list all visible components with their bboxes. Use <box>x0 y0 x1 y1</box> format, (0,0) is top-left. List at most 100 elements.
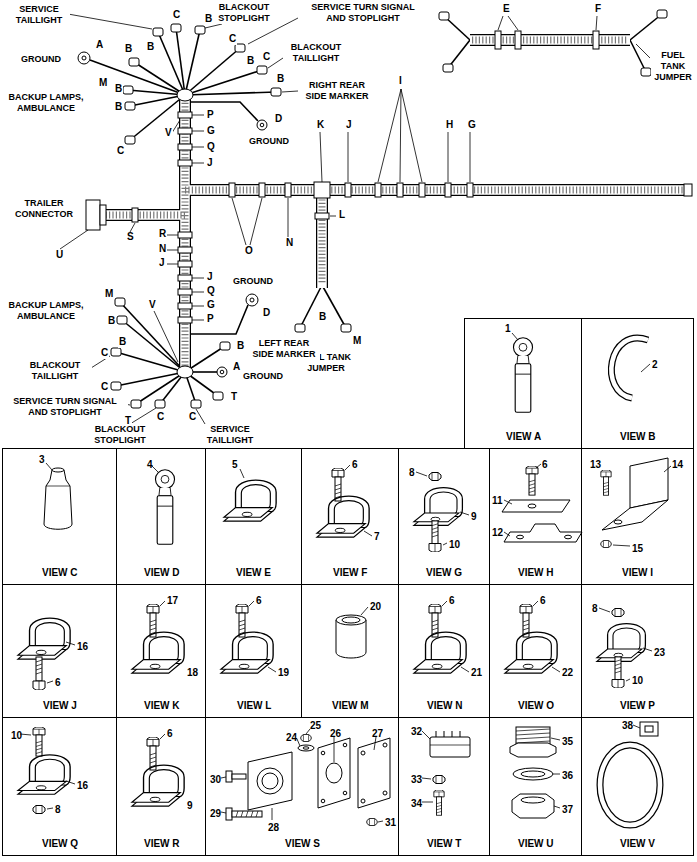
view-illustrations <box>301 734 311 741</box>
wiring-harness <box>285 183 291 197</box>
view-illustrations <box>552 667 560 672</box>
wiring-harness <box>136 372 185 404</box>
leader-lines <box>205 24 222 28</box>
harness-label: GROUND <box>248 136 290 147</box>
view-illustrations <box>504 532 510 536</box>
view-panel: 166VIEW J <box>2 584 117 718</box>
callout-letter: Q <box>206 142 216 153</box>
callout-letter: P <box>206 314 215 325</box>
callout-letter: B <box>246 56 255 67</box>
callout-number: 13 <box>590 459 601 470</box>
harness-label: RIGHT REAR SIDE MARKER <box>300 80 374 102</box>
view-illustrations <box>416 472 427 476</box>
view-illustrations <box>378 821 383 822</box>
wiring-harness <box>178 289 192 295</box>
callout-number: 15 <box>632 543 643 554</box>
view-illustrations <box>343 791 347 795</box>
callout-number: 6 <box>167 728 173 739</box>
view-illustrations <box>626 679 630 681</box>
view-illustrations <box>614 520 622 524</box>
leader-lines <box>130 408 156 424</box>
wiring-harness <box>177 89 193 101</box>
wiring-harness <box>341 324 351 332</box>
view-illustrations <box>526 466 538 495</box>
callout-letter: A <box>232 362 241 373</box>
wiring-harness <box>220 370 224 374</box>
callout-letter: M <box>104 289 114 300</box>
callout-letter: F <box>594 4 602 15</box>
view-illustrations <box>640 722 658 736</box>
view-illustrations <box>262 773 278 789</box>
callout-letter: S <box>126 232 135 243</box>
wiring-harness <box>100 40 688 375</box>
callout-number: 8 <box>55 804 61 815</box>
wiring-harness <box>257 66 267 74</box>
view-illustrations <box>600 745 660 825</box>
view-caption: VIEW Q <box>42 838 78 849</box>
leader-lines <box>348 132 349 182</box>
view-illustrations <box>434 790 444 815</box>
callout-number: 20 <box>370 601 381 612</box>
harness-label: TRAILER CONNECTOR <box>8 198 80 220</box>
view-illustrations <box>66 781 75 784</box>
callout-number: 27 <box>372 728 383 739</box>
view-illustrations <box>342 617 360 623</box>
view-illustrations <box>643 648 652 651</box>
wiring-harness <box>125 102 135 110</box>
callout-number: 4 <box>147 459 153 470</box>
wiring-harness <box>217 367 227 377</box>
wiring-harness <box>178 247 192 253</box>
wiring-harness <box>178 232 192 238</box>
leader-lines <box>192 147 204 148</box>
view-illustrations <box>422 802 433 803</box>
harness-label: BLACKOUT TAILLIGHT <box>284 42 348 64</box>
wiring-harness <box>191 102 258 121</box>
callout-number: 10 <box>632 675 643 686</box>
view-panel: 38VIEW V <box>581 717 694 856</box>
callout-letter: D <box>262 308 271 319</box>
view-illustrations <box>641 364 650 372</box>
callout-number: 2 <box>652 359 658 370</box>
wiring-harness <box>130 95 185 140</box>
callout-letter: H <box>445 120 454 131</box>
view-panel: 5VIEW E <box>205 448 302 585</box>
wiring-harness <box>439 12 449 20</box>
wiring-harness <box>178 128 192 134</box>
view-illustrations <box>613 545 630 546</box>
wiring-harness <box>100 40 688 375</box>
view-caption: VIEW S <box>285 838 320 849</box>
view-illustrations <box>565 535 572 539</box>
view-illustrations <box>66 642 75 645</box>
harness-label: GROUND <box>232 276 274 287</box>
view-illustrations <box>132 765 184 806</box>
callout-number: 18 <box>187 667 198 678</box>
callout-number: 11 <box>492 495 503 506</box>
leader-lines <box>400 89 401 182</box>
harness-label: GROUND <box>20 54 62 65</box>
callout-number: 24 <box>286 732 297 743</box>
harness-label: LEFT REAR SIDE MARKER <box>248 338 320 360</box>
view-illustrations <box>460 512 469 515</box>
wiring-harness <box>100 205 106 225</box>
callout-letter: B <box>236 341 245 352</box>
wiring-harness <box>191 305 248 334</box>
leader-lines <box>68 14 152 29</box>
wiring-harness <box>495 31 501 49</box>
harness-label: BLACKOUT TAILLIGHT <box>18 360 92 382</box>
view-illustrations <box>516 727 550 745</box>
wiring-harness <box>111 382 121 390</box>
view-caption: VIEW L <box>237 700 271 711</box>
view-illustrations <box>221 777 226 778</box>
wiring-harness <box>213 392 223 400</box>
wiring-harness <box>122 320 185 372</box>
view-panel: 2524262730312928VIEW S <box>205 717 399 856</box>
view-illustrations <box>513 338 532 413</box>
view-illustrations <box>367 818 377 825</box>
wiring-harness <box>125 136 135 144</box>
view-caption: VIEW C <box>42 567 78 578</box>
view-illustrations <box>33 657 45 690</box>
wiring-harness <box>82 56 86 60</box>
view-illustrations <box>361 751 365 755</box>
wiring-harness <box>235 44 245 52</box>
view-illustrations <box>504 500 512 504</box>
